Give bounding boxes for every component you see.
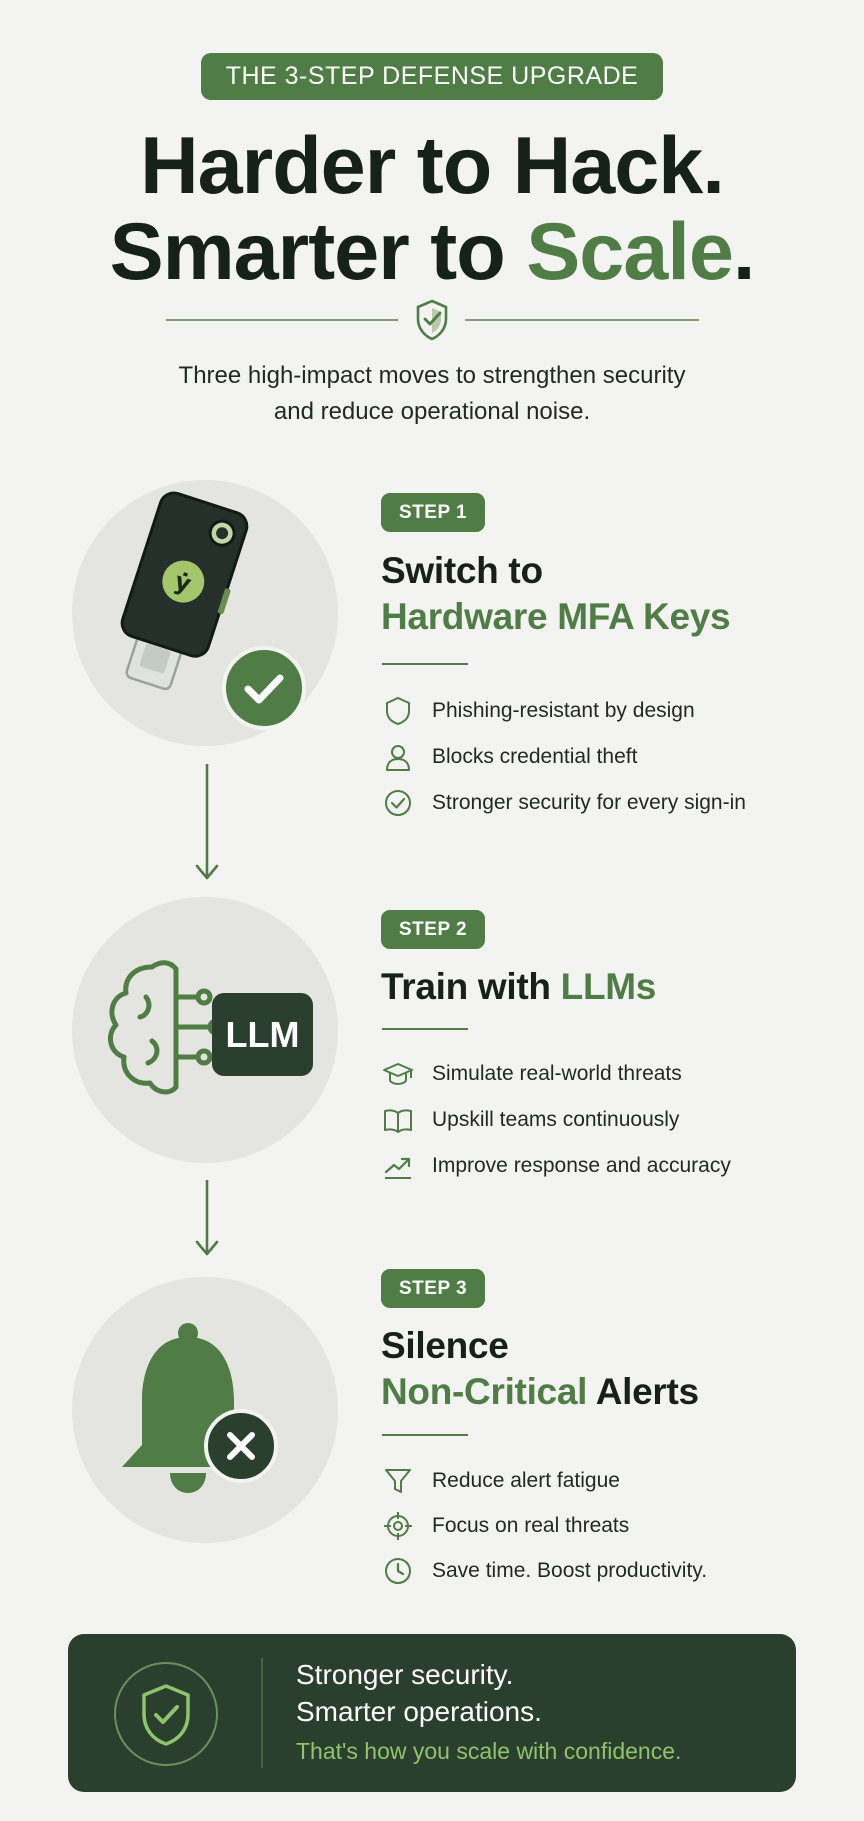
step-1-features: Phishing-resistant by design Blocks cred…: [382, 695, 746, 819]
footer-line-1: Stronger security.: [296, 1659, 514, 1690]
step-2-title-prefix: Train with: [381, 966, 561, 1007]
trend-up-icon: [382, 1150, 414, 1182]
target-icon: [382, 1510, 414, 1542]
close-icon: [204, 1409, 278, 1483]
success-check-icon: [222, 646, 306, 730]
step-1-badge: STEP 1: [381, 493, 486, 532]
step-3-illustration: [72, 1277, 338, 1543]
subtitle-line-1: Three high-impact moves to strengthen se…: [178, 362, 686, 389]
divider-right: [465, 319, 699, 321]
step-1-rule: [382, 663, 468, 665]
shield-check-icon: [414, 298, 450, 342]
footer-shield-badge: [114, 1662, 218, 1766]
step-2-badge: STEP 2: [381, 910, 486, 949]
feature-text: Upskill teams continuously: [432, 1108, 680, 1131]
step-3-rule: [382, 1434, 468, 1436]
step-3-title-accent: Non-Critical: [381, 1371, 588, 1412]
list-item: Focus on real threats: [382, 1510, 707, 1542]
headline-line-1: Harder to Hack.: [140, 121, 725, 211]
arrow-down-icon: [192, 762, 222, 882]
footer-tagline: That's how you scale with confidence.: [296, 1738, 682, 1764]
headline-suffix: .: [732, 207, 755, 297]
step-3-features: Reduce alert fatigue Focus on real threa…: [382, 1465, 707, 1587]
step-3-title-line-2: Non-Critical Alerts: [381, 1369, 699, 1415]
user-icon: [382, 741, 414, 773]
feature-text: Save time. Boost productivity.: [432, 1559, 708, 1582]
list-item: Phishing-resistant by design: [382, 695, 746, 727]
divider-left: [166, 319, 398, 321]
hardware-key-icon: ẏ: [120, 491, 249, 691]
feature-text: Improve response and accuracy: [432, 1154, 731, 1177]
step-3-badge: STEP 3: [381, 1269, 486, 1308]
headline-line-2: Smarter to Scale.: [0, 212, 864, 293]
feature-text: Simulate real-world threats: [432, 1062, 682, 1085]
feature-text: Reduce alert fatigue: [432, 1469, 620, 1492]
header-badge: THE 3-STEP DEFENSE UPGRADE: [201, 53, 663, 100]
step-3-title-suffix: Alerts: [587, 1371, 699, 1412]
shield-check-icon: [142, 1684, 190, 1746]
list-item: Upskill teams continuously: [382, 1104, 731, 1136]
subtitle-line-2: and reduce operational noise.: [273, 398, 591, 425]
bell-icon: [122, 1323, 254, 1493]
step-3-title: Silence Non-Critical Alerts: [381, 1323, 699, 1415]
step-2-title: Train with LLMs: [381, 964, 656, 1010]
feature-text: Stronger security for every sign-in: [432, 791, 746, 814]
step-1-illustration: ẏ: [72, 480, 338, 746]
arrow-down-icon: [192, 1178, 222, 1258]
clock-icon: [382, 1555, 414, 1587]
step-1-title: Switch to Hardware MFA Keys: [381, 548, 731, 640]
headline-prefix: Smarter to: [109, 207, 527, 297]
footer-divider: [261, 1658, 263, 1768]
footer-line-2: Smarter operations.: [296, 1696, 542, 1727]
list-item: Stronger security for every sign-in: [382, 787, 746, 819]
shield-icon: [382, 695, 414, 727]
graduation-cap-icon: [382, 1058, 414, 1090]
footer-banner: Stronger security. Smarter operations. T…: [68, 1634, 796, 1792]
feature-text: Phishing-resistant by design: [432, 699, 695, 722]
book-icon: [382, 1104, 414, 1136]
step-3-title-line-1: Silence: [381, 1325, 509, 1366]
list-item: Improve response and accuracy: [382, 1150, 731, 1182]
filter-icon: [382, 1465, 414, 1497]
step-1-title-line-1: Switch to: [381, 550, 543, 591]
check-circle-icon: [382, 787, 414, 819]
step-1-title-line-2: Hardware MFA Keys: [381, 596, 731, 637]
llm-label-box: LLM: [212, 993, 313, 1076]
feature-text: Blocks credential theft: [432, 745, 638, 768]
list-item: Reduce alert fatigue: [382, 1465, 707, 1497]
headline-accent: Scale: [526, 207, 734, 297]
step-2-rule: [382, 1028, 468, 1030]
list-item: Simulate real-world threats: [382, 1058, 731, 1090]
step-2-title-accent: LLMs: [560, 966, 657, 1007]
step-2-illustration: [72, 897, 338, 1163]
feature-text: Focus on real threats: [432, 1514, 630, 1537]
footer-text-block: Stronger security. Smarter operations. T…: [296, 1656, 681, 1765]
list-item: Save time. Boost productivity.: [382, 1555, 707, 1587]
step-2-features: Simulate real-world threats Upskill team…: [382, 1058, 731, 1182]
list-item: Blocks credential theft: [382, 741, 746, 773]
